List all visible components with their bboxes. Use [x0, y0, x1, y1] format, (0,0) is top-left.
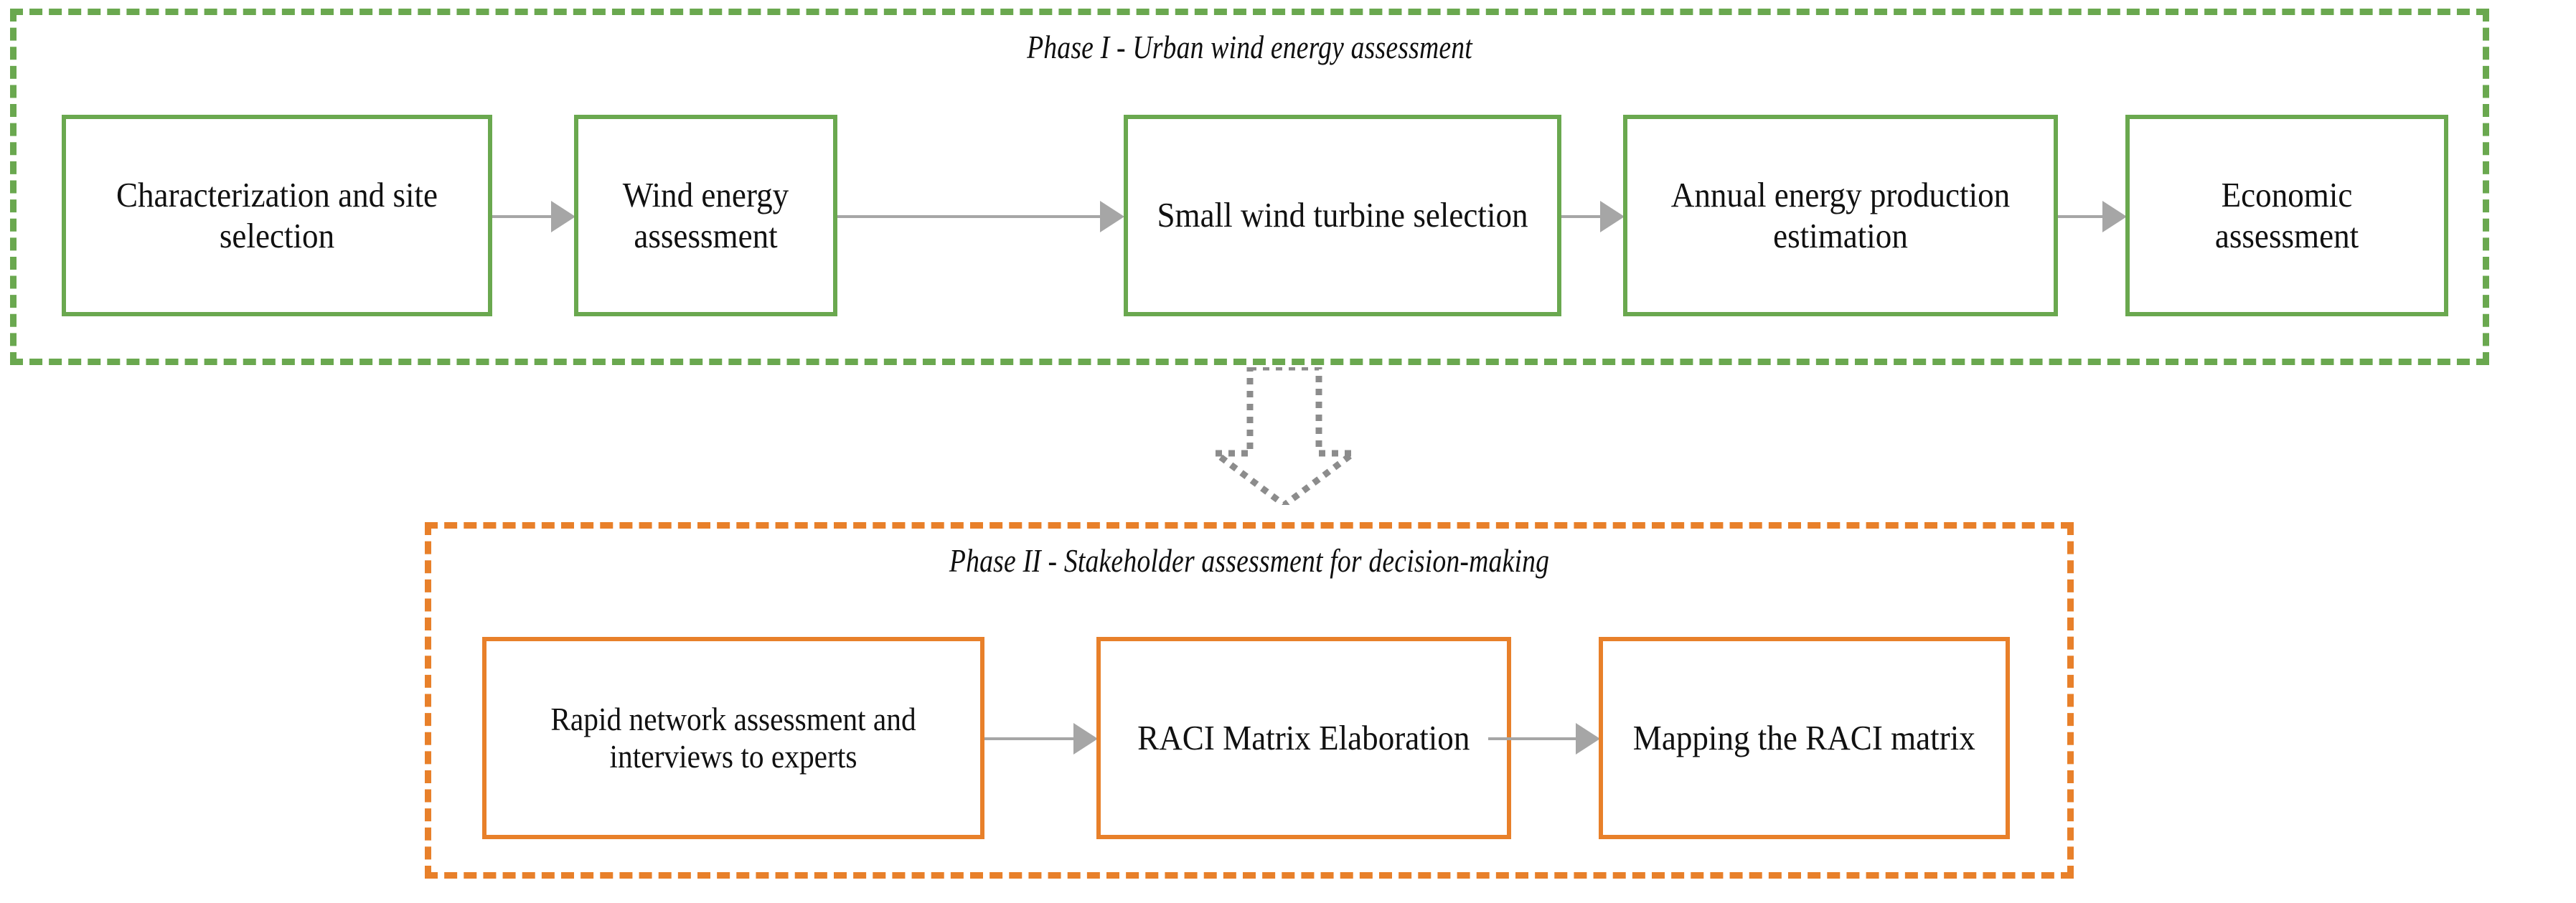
- arrow-node7-to-node8: [1488, 723, 1600, 755]
- arrow-head-icon: [551, 201, 575, 232]
- phase-link-down-arrow-icon: [1216, 367, 1353, 505]
- arrow-shaft: [1561, 215, 1600, 218]
- arrow-shaft: [1488, 737, 1576, 740]
- node-label: Annual energy production estimation: [1670, 174, 2011, 255]
- arrow-node2-to-node3: [837, 201, 1124, 232]
- node-raci-matrix-elaboration[interactable]: RACI Matrix Elaboration: [1096, 637, 1511, 839]
- arrow-node6-to-node7: [984, 723, 1098, 755]
- node-characterization-and-site-selection[interactable]: Characterization and site selection: [62, 115, 492, 316]
- node-label: Small wind turbine selection: [1157, 195, 1528, 235]
- arrow-head-icon: [1576, 723, 1600, 755]
- arrow-shaft: [984, 737, 1073, 740]
- arrow-head-icon: [1073, 723, 1098, 755]
- arrow-shaft: [492, 215, 551, 218]
- node-label: Economic assessment: [2214, 174, 2359, 255]
- node-rapid-network-assessment-and-interviews[interactable]: Rapid network assessment and interviews …: [482, 637, 984, 839]
- arrow-head-icon: [1600, 201, 1625, 232]
- arrow-shaft: [837, 215, 1100, 218]
- arrow-node1-to-node2: [492, 201, 575, 232]
- node-label: Rapid network assessment and interviews …: [550, 701, 916, 775]
- phase-1-container: Phase I - Urban wind energy assessment: [10, 9, 2489, 365]
- arrow-shaft: [2058, 215, 2102, 218]
- node-label: RACI Matrix Elaboration: [1137, 717, 1470, 757]
- arrow-node4-to-node5: [2058, 201, 2127, 232]
- arrow-head-icon: [1100, 201, 1124, 232]
- phase-2-title: Phase II - Stakeholder assessment for de…: [949, 542, 1550, 579]
- node-economic-assessment[interactable]: Economic assessment: [2125, 115, 2448, 316]
- node-label: Characterization and site selection: [116, 174, 438, 255]
- phase-1-title: Phase I - Urban wind energy assessment: [1027, 29, 1472, 65]
- node-label: Mapping the RACI matrix: [1632, 717, 1976, 757]
- arrow-node3-to-node4: [1561, 201, 1625, 232]
- node-wind-energy-assessment[interactable]: Wind energy assessment: [574, 115, 837, 316]
- node-label: Wind energy assessment: [622, 174, 789, 255]
- node-annual-energy-production-estimation[interactable]: Annual energy production estimation: [1623, 115, 2058, 316]
- node-mapping-the-raci-matrix[interactable]: Mapping the RACI matrix: [1599, 637, 2010, 839]
- arrow-head-icon: [2102, 201, 2127, 232]
- node-small-wind-turbine-selection[interactable]: Small wind turbine selection: [1124, 115, 1561, 316]
- phase-2-container: Phase II - Stakeholder assessment for de…: [425, 522, 2074, 879]
